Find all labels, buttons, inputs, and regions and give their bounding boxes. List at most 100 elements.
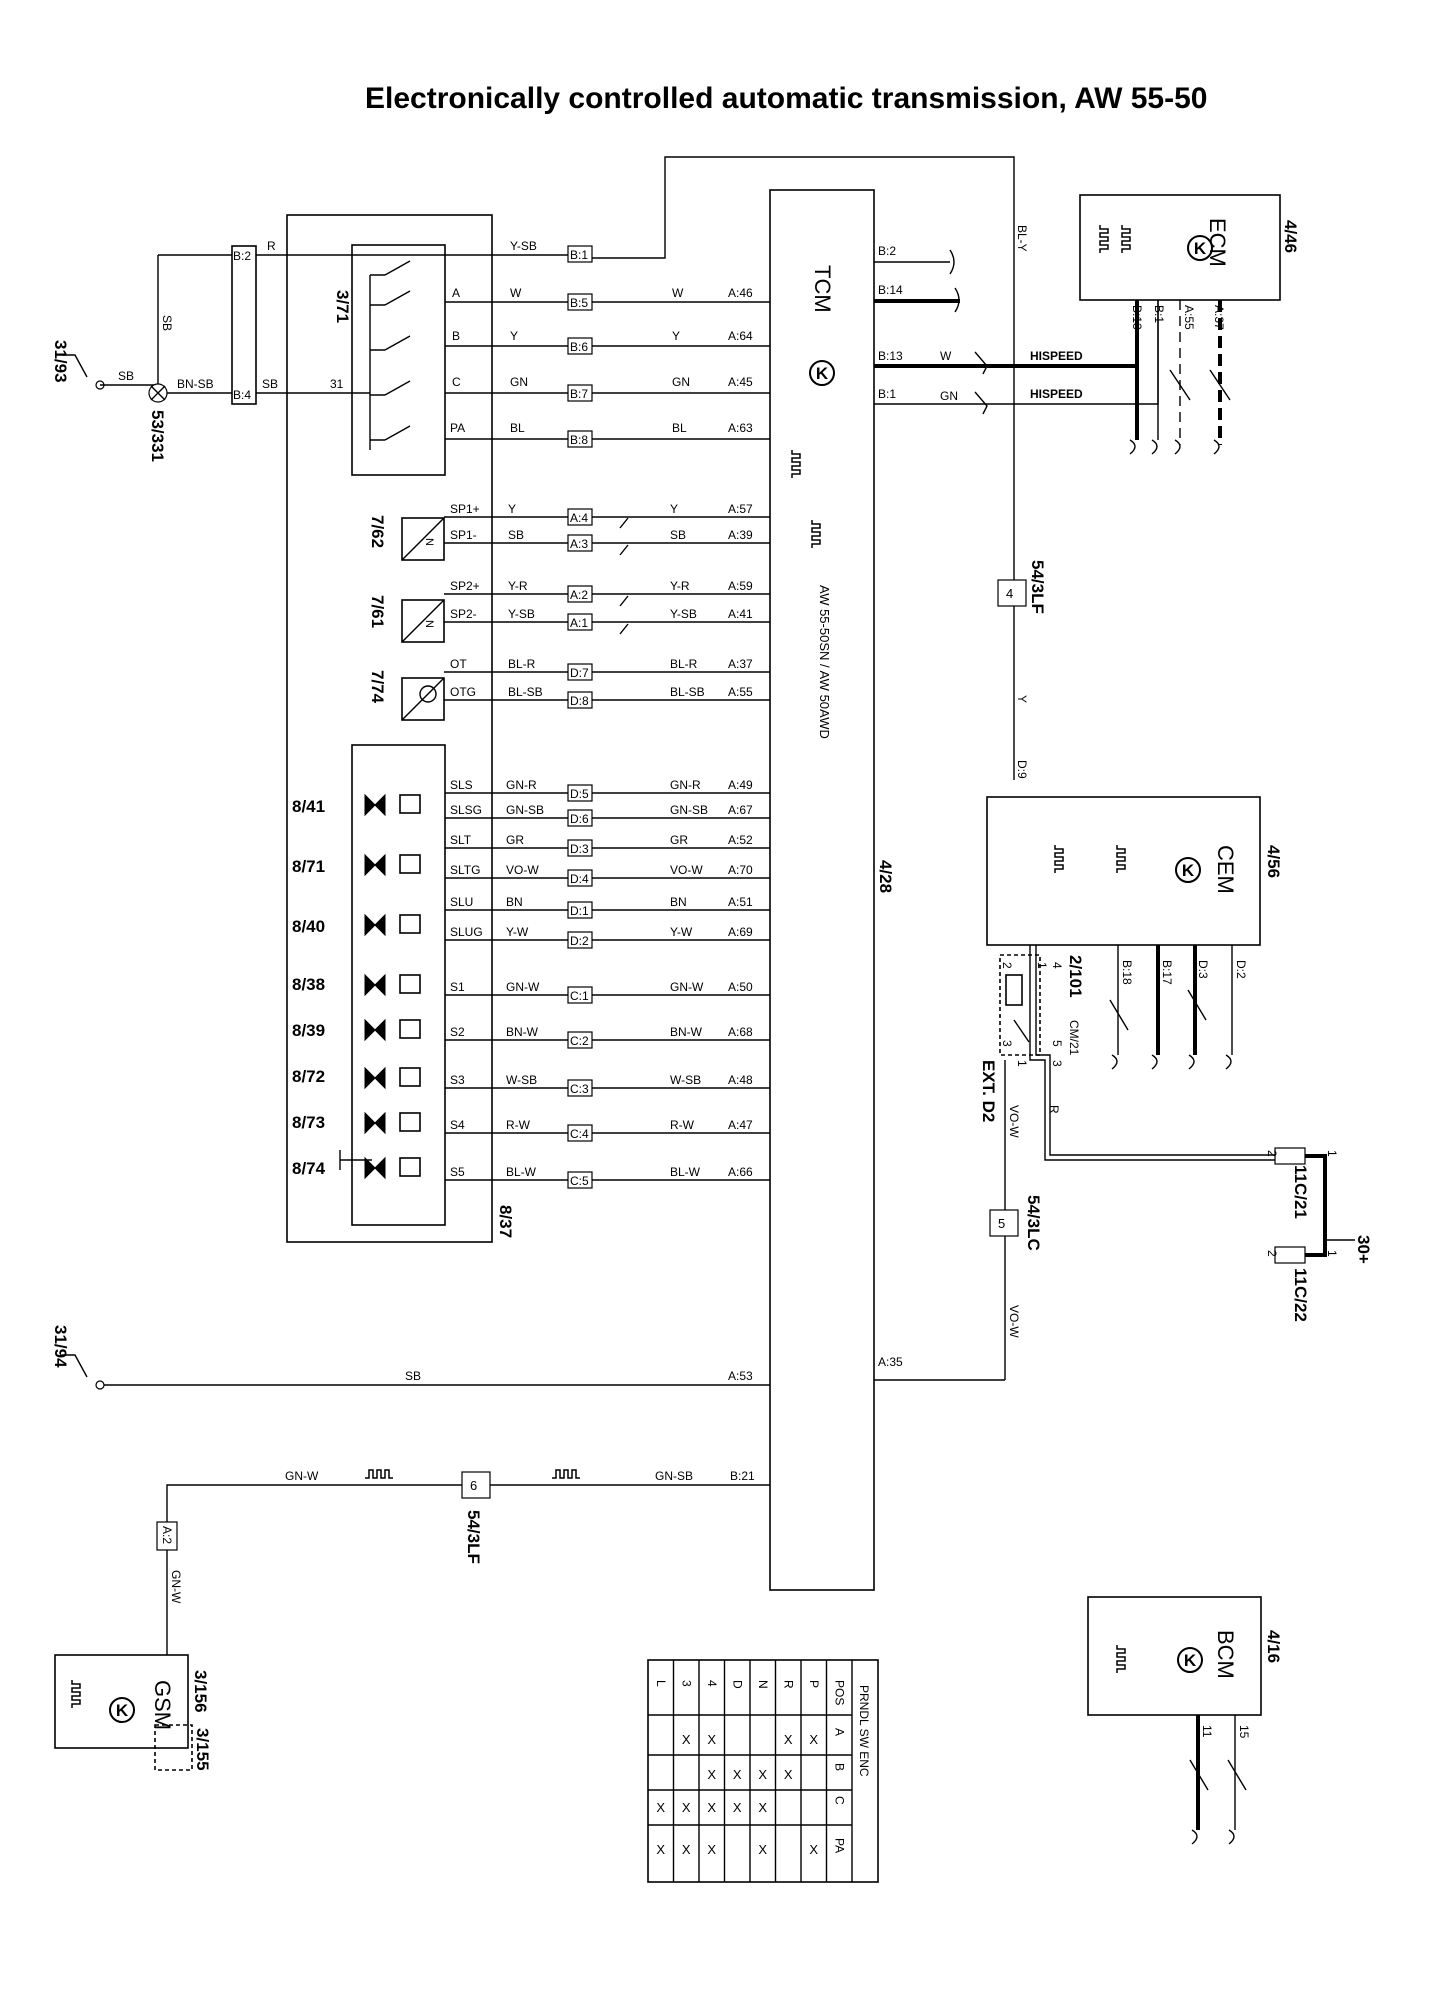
pos-table-cell: X	[758, 1842, 767, 1857]
conn-pin-2b: 2	[1265, 1250, 1279, 1257]
solenoid-coil	[399, 1019, 421, 1039]
sensor-color: SB	[508, 528, 524, 542]
ecm-pulse-icon	[1099, 224, 1109, 254]
valve-icon	[364, 1018, 386, 1042]
gsm-pulse-icon-1	[364, 1469, 394, 1479]
solenoid-labels: 8/418/718/408/388/398/728/738/74	[292, 797, 326, 1178]
pos-table-cell: X	[809, 1732, 818, 1747]
valve-tcm-pin: A:70	[728, 863, 753, 877]
solenoid-id: 8/74	[292, 1159, 326, 1178]
gear-row-1-sw: A	[452, 286, 460, 300]
tcm-pin-b1: B:1	[878, 387, 896, 401]
gsm-k-icon	[109, 1697, 135, 1723]
valve-tcm-color: GN-SB	[670, 803, 708, 817]
pos-table-cell: X	[682, 1800, 691, 1815]
solenoid-id: 8/40	[292, 917, 325, 936]
left-sb-label: SB	[118, 369, 134, 383]
speed-sensor-2: N	[401, 599, 445, 643]
valve-connector-label: D:1	[570, 904, 589, 918]
pos-table-row-label: 4	[705, 1680, 719, 1687]
valve-signal: SLTG	[450, 863, 480, 877]
valve-tcm-pin: A:52	[728, 833, 753, 847]
bcm-k-icon	[1177, 1647, 1203, 1673]
relay-pin-2: 2	[1000, 962, 1014, 969]
ecm-can-icon	[1121, 224, 1131, 254]
valve-connector-label: D:2	[570, 934, 589, 948]
valve-connector-label: C:5	[570, 1174, 589, 1188]
gsm-aux-id: 3/155	[193, 1728, 212, 1771]
pos-table-col-header: A	[832, 1728, 846, 1736]
valve-tcm-color: BL-W	[670, 1165, 701, 1179]
ecm-pin-a55: A:55	[1182, 305, 1196, 330]
pos-table-row-label: L	[654, 1680, 668, 1687]
gsm-pulse-icon	[71, 1679, 81, 1709]
valve-signal: SLU	[450, 895, 473, 909]
gear-row-1-col: W	[510, 286, 522, 300]
valve-signal: S3	[450, 1073, 465, 1087]
relay-pin-1a: 1	[1035, 962, 1049, 969]
speed-sensor-1: N	[401, 517, 445, 561]
sensor-tcm-color: BL-R	[670, 657, 698, 671]
pos-table-col-header: C	[832, 1796, 846, 1805]
pos-table-col-header: PA	[832, 1838, 846, 1853]
gear-switch-rows: Y-SB B:1 A W B:5 W A:46 B Y B:6 Y A:64 C…	[415, 239, 770, 448]
bcm-pin-11: 11	[1200, 1725, 1214, 1738]
conn-pin-2a: 2	[1265, 1150, 1279, 1157]
oil-temp-sensor	[401, 677, 445, 721]
solenoid-id: 8/39	[292, 1021, 325, 1040]
valve-signal: S2	[450, 1025, 465, 1039]
solenoid-id: 8/41	[292, 797, 325, 816]
solenoid-coil	[399, 914, 421, 934]
cem-k-icon	[1175, 857, 1201, 883]
valve-body-id: 8/37	[496, 1205, 515, 1238]
sensor-connector-label: A:4	[570, 511, 588, 525]
connector-11c22: 11C/22	[1291, 1268, 1310, 1322]
bl-y-label: BL-Y	[1015, 225, 1029, 252]
valve-tcm-color: VO-W	[670, 863, 703, 877]
gsm-line-col1: GN-W	[285, 1469, 319, 1483]
pos-table-cell: X	[784, 1732, 793, 1747]
valve-signal: SLT	[450, 833, 472, 847]
bcm-pin-15: 15	[1237, 1725, 1251, 1739]
pos-table-cell: X	[758, 1767, 767, 1782]
gear-row-0-conn: B:1	[570, 248, 588, 262]
cm21-label: CM/21	[1067, 1020, 1081, 1056]
valve-color: VO-W	[506, 863, 539, 877]
solenoid-coil	[399, 794, 421, 814]
tcm-pin-b13: B:13	[878, 349, 903, 363]
valve-color: BN	[506, 895, 523, 909]
pos-table-row-label: P	[807, 1680, 821, 1688]
sensor-tcm-pin: A:39	[728, 528, 753, 542]
valve-icon	[364, 853, 386, 877]
vo-w-label-2: VO-W	[1007, 1305, 1021, 1338]
oil-temp-sensor-id: 7/74	[368, 670, 387, 704]
valve-tcm-color: GN-R	[670, 778, 701, 792]
conn-pin-1b: 1	[1325, 1250, 1339, 1257]
gear-row-3-tcm-col: GN	[672, 375, 690, 389]
sensor-connector-label: A:2	[570, 588, 588, 602]
sensor-connector-label: A:1	[570, 616, 588, 630]
hispeed-label-2: HISPEED	[1030, 387, 1083, 401]
valve-icon	[364, 793, 386, 817]
sensor-color: BL-R	[508, 657, 536, 671]
valve-color: GN-W	[506, 980, 540, 994]
left-sb3-label: SB	[262, 377, 278, 391]
valve-connector-label: D:4	[570, 872, 589, 886]
sensor-connector-label: D:7	[570, 666, 589, 680]
pos-table-cell: X	[809, 1842, 818, 1857]
conn-pin-1a: 1	[1325, 1150, 1339, 1157]
pos-table-cell: X	[733, 1767, 742, 1782]
sensor-signal: SP2+	[450, 579, 480, 593]
pos-table-frame	[647, 1659, 879, 1883]
splice-lc-pin: 5	[998, 1216, 1005, 1231]
valve-icon	[364, 1111, 386, 1135]
pos-table-cell: X	[656, 1842, 665, 1857]
valve-tcm-pin: A:66	[728, 1165, 753, 1179]
pos-table: PRNDL SW ENCPOSABCPAPXXRXXNXXXDXX4XXXX3X…	[647, 1659, 879, 1883]
diagram-title: Electronically controlled automatic tran…	[365, 82, 1207, 115]
gear-row-0-col: Y-SB	[510, 239, 537, 253]
pos-table-row-label: D	[730, 1680, 744, 1689]
gear-row-2-sw: B	[452, 329, 460, 343]
